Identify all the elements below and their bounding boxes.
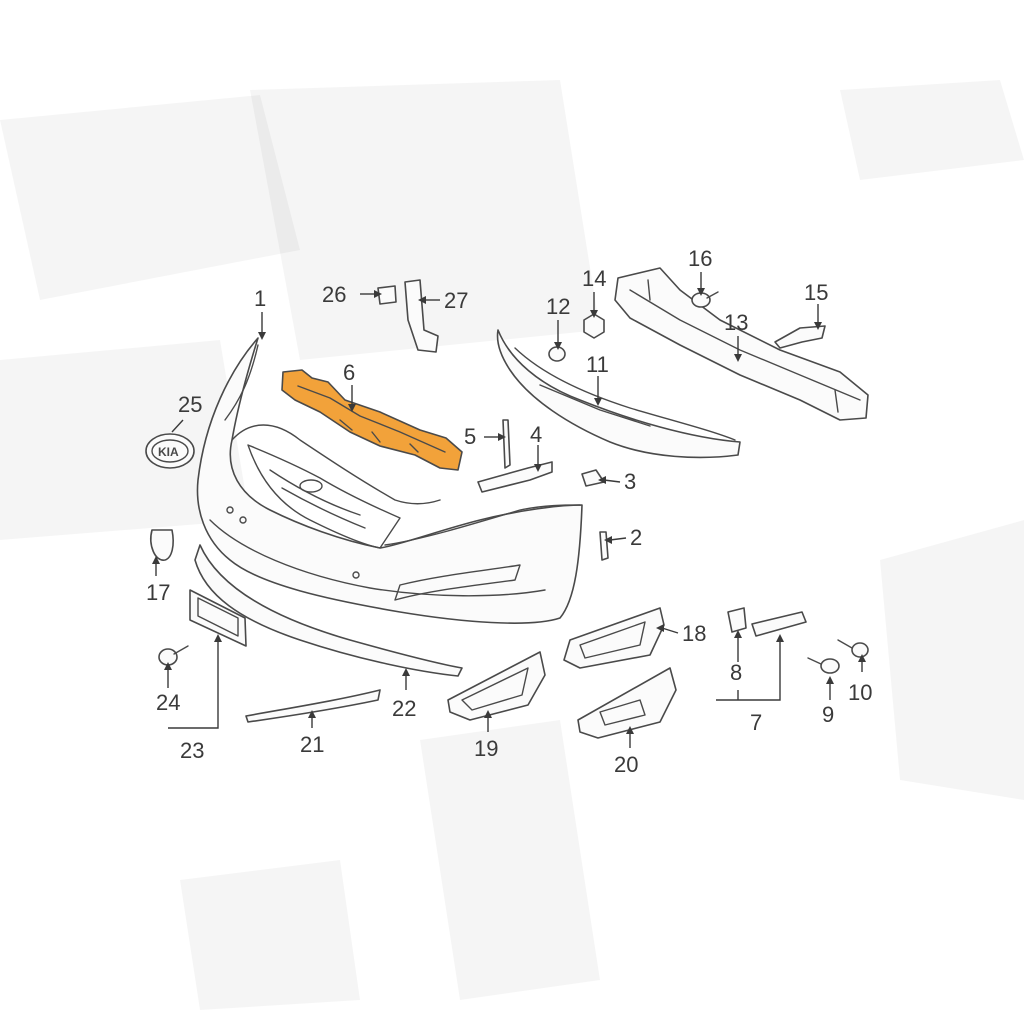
callout-17: 17 — [146, 580, 170, 605]
license-screw[interactable] — [158, 645, 189, 666]
callout-19: 19 — [474, 736, 498, 761]
bolt-10[interactable] — [837, 639, 869, 658]
callout-13: 13 — [724, 310, 748, 335]
svg-text:KIA: KIA — [158, 445, 179, 459]
fog-bezel-left[interactable] — [447, 651, 546, 721]
callout-20: 20 — [614, 752, 638, 777]
clip-3[interactable] — [581, 469, 605, 487]
arrow-heads — [152, 288, 866, 734]
energy-absorber[interactable] — [496, 329, 741, 459]
callout-16: 16 — [688, 246, 712, 271]
leader-lines — [155, 272, 863, 748]
lower-spoiler[interactable] — [194, 544, 463, 677]
watermark — [0, 80, 1024, 1010]
callout-27: 27 — [444, 288, 468, 313]
fog-bezel-right[interactable] — [563, 607, 665, 669]
callout-9: 9 — [822, 702, 834, 727]
callout-25: 25 — [178, 392, 202, 417]
screw-2[interactable] — [599, 531, 609, 561]
callout-12: 12 — [546, 294, 570, 319]
bracket-15[interactable] — [774, 325, 826, 349]
bolt-5[interactable] — [502, 419, 511, 469]
callout-1: 1 — [254, 286, 266, 311]
callout-labels: 1 6 5 4 3 2 18 8 7 9 10 12 14 11 13 16 1… — [146, 246, 872, 777]
callout-15: 15 — [804, 280, 828, 305]
clip-8[interactable] — [727, 607, 747, 633]
nut-12[interactable] — [548, 346, 566, 362]
callout-4: 4 — [530, 422, 542, 447]
upper-bumper-bracket[interactable] — [281, 369, 463, 471]
callout-21: 21 — [300, 732, 324, 757]
callout-7: 7 — [750, 710, 762, 735]
callout-23: 23 — [180, 738, 204, 763]
clip-26[interactable] — [377, 285, 397, 305]
callout-18: 18 — [682, 621, 706, 646]
callout-2: 2 — [630, 525, 642, 550]
bolt-9[interactable] — [807, 657, 840, 674]
callout-11: 11 — [586, 352, 609, 377]
callout-8: 8 — [730, 660, 742, 685]
callout-3: 3 — [624, 469, 636, 494]
callout-5: 5 — [464, 424, 476, 449]
callout-6: 6 — [343, 360, 355, 385]
bolt-16[interactable] — [691, 291, 719, 308]
fog-lamp[interactable] — [577, 667, 677, 739]
license-plate-bracket[interactable] — [189, 589, 247, 647]
lower-trim-strip[interactable] — [245, 689, 381, 723]
callout-14: 14 — [582, 266, 606, 291]
bracket-7[interactable] — [751, 611, 807, 637]
tow-hook-cap[interactable] — [150, 529, 174, 561]
bracket-27[interactable] — [404, 279, 439, 353]
callout-26: 26 — [322, 282, 346, 307]
callout-22: 22 — [392, 696, 416, 721]
kia-emblem[interactable]: KIA — [145, 433, 195, 469]
bracket-4[interactable] — [477, 461, 553, 493]
callout-10: 10 — [848, 680, 872, 705]
bumper-cover[interactable] — [196, 337, 583, 624]
reinforcement-beam[interactable] — [614, 267, 869, 421]
callout-24: 24 — [156, 690, 180, 715]
